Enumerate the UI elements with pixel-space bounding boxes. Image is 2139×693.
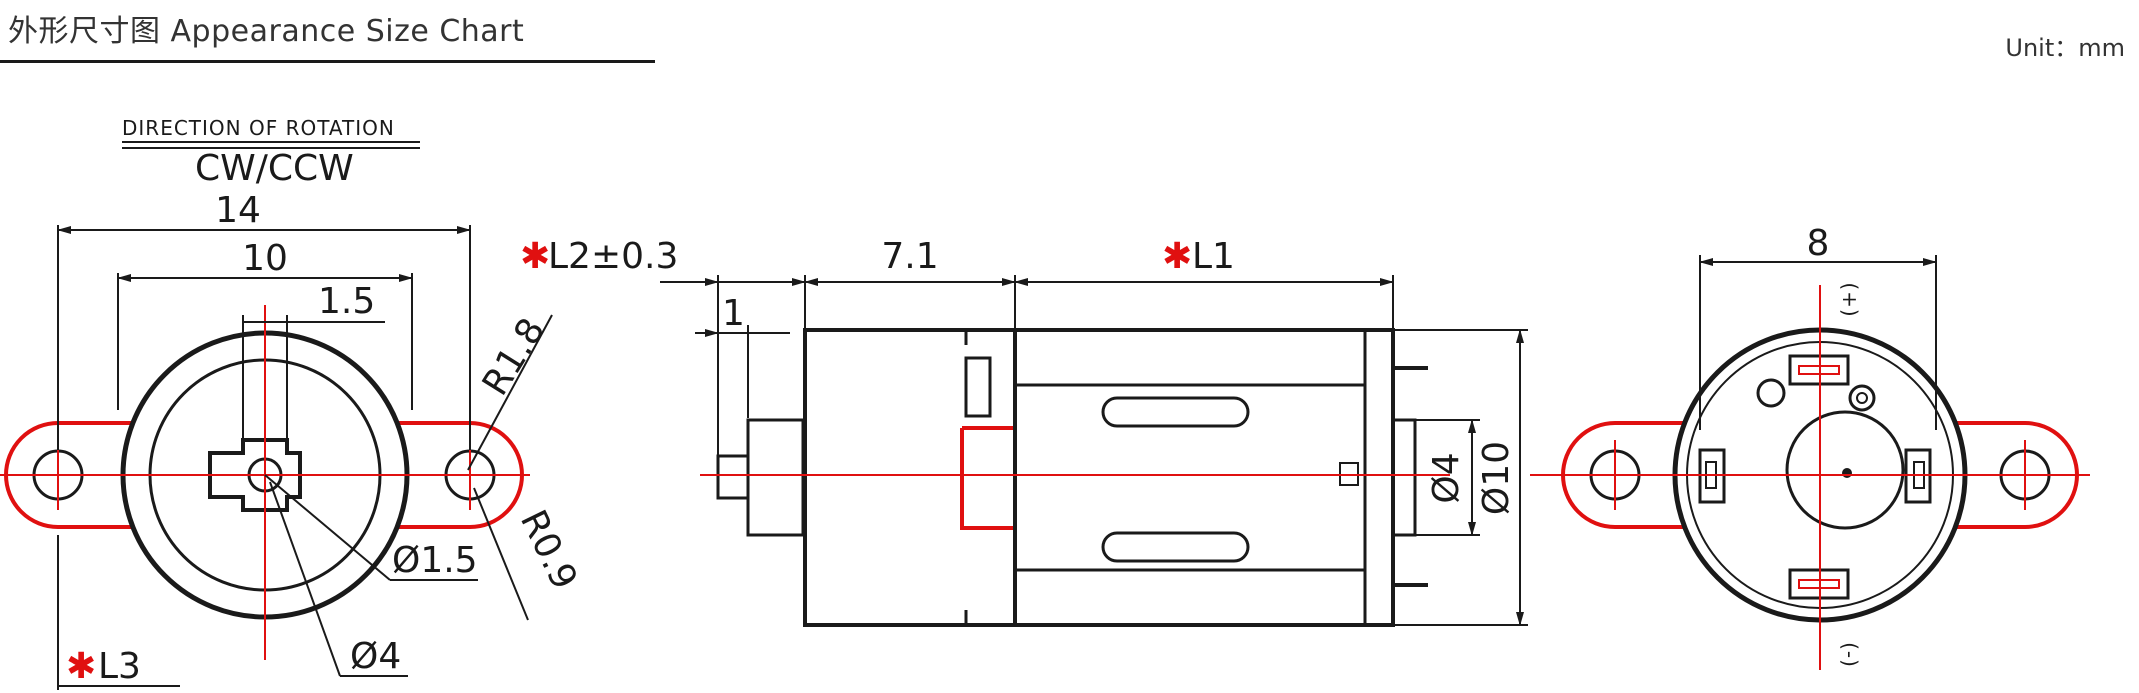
- dim-front-boss: Ø4: [350, 636, 401, 677]
- side-view: ✱ L2±0.3 7.1 ✱ L1 1 Ø4 Ø10: [520, 236, 1528, 627]
- page-title: 外形尺寸图 Appearance Size Chart: [8, 14, 525, 49]
- dim-front-shaft: 1.5: [318, 281, 375, 322]
- front-view: DIRECTION OF ROTATION CW/CCW: [0, 116, 585, 690]
- title-underline: [0, 60, 655, 63]
- flange-outline: [4, 421, 524, 529]
- dim-front-hole: Ø1.5: [392, 540, 478, 581]
- plus-terminal-label: (+): [1838, 282, 1862, 317]
- rear-view: 8 (+) (-): [1530, 223, 2090, 670]
- unit-label: Unit：mm: [2005, 34, 2125, 62]
- minus-terminal-label: (-): [1838, 642, 1862, 668]
- dim-front-inner: 10: [242, 238, 288, 279]
- dim-gear-length: 7.1: [881, 236, 938, 277]
- rotation-label: DIRECTION OF ROTATION: [122, 116, 395, 140]
- dim-d4: Ø4: [1426, 452, 1467, 503]
- rotation-value: CW/CCW: [195, 148, 354, 189]
- l2-mark: ✱: [520, 236, 550, 277]
- dim-d10: Ø10: [1476, 441, 1517, 515]
- cross-shaft: [208, 438, 302, 512]
- l3-label: L3: [98, 646, 141, 687]
- dim-shaft-length: 1: [722, 293, 745, 334]
- dim-front-r1: R1.8: [475, 311, 553, 402]
- dim-rear-width: 8: [1807, 223, 1830, 264]
- l1-mark: ✱: [1162, 236, 1192, 277]
- dim-front-r2: R0.9: [512, 504, 585, 596]
- l1-label: L1: [1192, 236, 1235, 277]
- rear-flange-outline: [1561, 421, 2079, 529]
- dim-front-width: 14: [215, 190, 261, 231]
- l3-mark: ✱: [66, 646, 96, 687]
- l2-label: L2±0.3: [548, 236, 678, 277]
